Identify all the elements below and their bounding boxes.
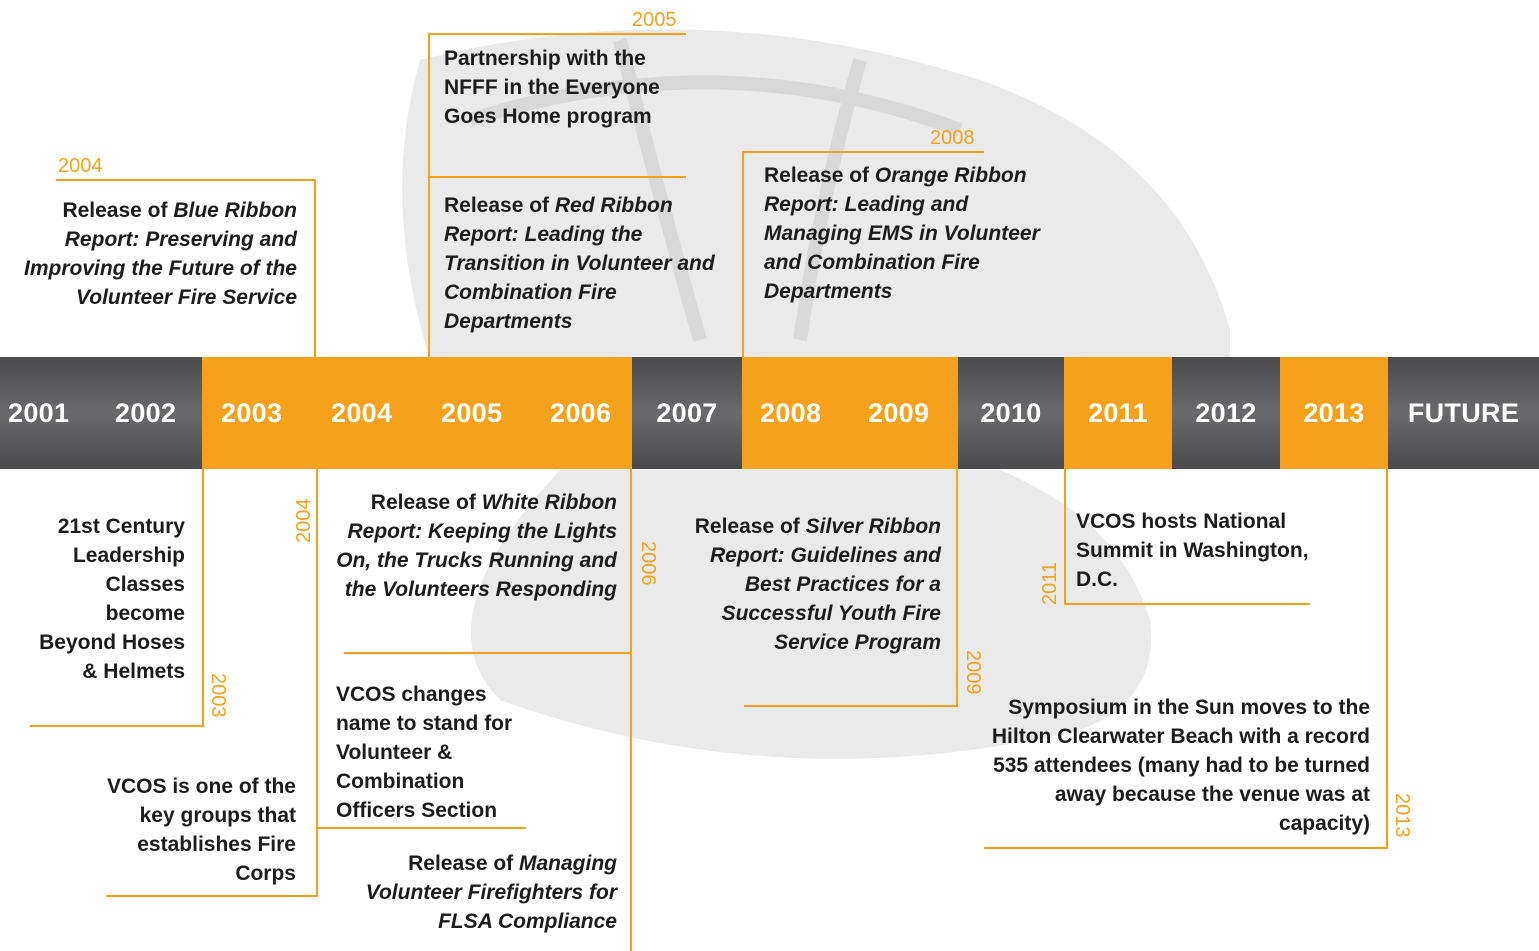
connector-2008-v bbox=[742, 151, 744, 357]
event-orange-ribbon-report: Release of Orange Ribbon Report: Leading… bbox=[764, 164, 1040, 303]
year-group-2008-2009: 2008 2009 bbox=[742, 357, 958, 469]
connector-2004-bottom-v bbox=[316, 469, 318, 897]
event-year-2004-top: 2004 bbox=[58, 155, 103, 177]
event-year-2011: 2011 bbox=[1039, 561, 1061, 605]
year-label-2011: 2011 bbox=[1064, 357, 1172, 469]
event-year-2013: 2013 bbox=[1391, 793, 1413, 838]
year-label-2012: 2012 bbox=[1172, 357, 1280, 469]
year-label-2004: 2004 bbox=[331, 397, 393, 428]
year-label-2008: 2008 bbox=[760, 397, 822, 428]
year-group-2001-2002: 2001 2002 bbox=[0, 357, 202, 469]
connector-2011-v bbox=[1064, 469, 1066, 605]
year-label-2005: 2005 bbox=[441, 397, 503, 428]
event-symposium-in-the-sun: Symposium in the Sun moves to the Hilton… bbox=[991, 696, 1370, 835]
event-leadership-classes: 21st Century Leadership Classes become B… bbox=[39, 515, 185, 683]
event-name-change: VCOS changes name to stand for Volunteer… bbox=[336, 683, 513, 822]
connector-2013-h bbox=[984, 847, 1388, 849]
year-label-2007: 2007 bbox=[632, 357, 742, 469]
year-label-2013: 2013 bbox=[1280, 357, 1388, 469]
timeline-band: 2001 2002 2003 2004 2005 2006 2007 2008 … bbox=[0, 357, 1539, 469]
event-fire-corps: VCOS is one of the key groups that estab… bbox=[106, 775, 296, 885]
connector-2009-h bbox=[744, 705, 958, 707]
connector-2003-v bbox=[202, 469, 204, 727]
event-red-ribbon-report: Release of Red Ribbon Report: Leading th… bbox=[444, 194, 715, 333]
connector-2005-h1 bbox=[428, 33, 686, 35]
event-blue-ribbon-report: Release of Blue Ribbon Report: Preservin… bbox=[24, 199, 297, 309]
event-flsa-compliance: Release of Managing Volunteer Firefighte… bbox=[365, 852, 617, 933]
year-label-2001: 2001 bbox=[8, 397, 70, 428]
year-group-2003-2006: 2003 2004 2005 2006 bbox=[202, 357, 632, 469]
event-white-ribbon-report: Release of White Ribbon Report: Keeping … bbox=[336, 491, 617, 601]
connector-2005-h2 bbox=[428, 176, 686, 178]
event-silver-ribbon-report: Release of Silver Ribbon Report: Guideli… bbox=[694, 515, 941, 654]
connector-2008-h bbox=[742, 151, 984, 153]
year-label-2009: 2009 bbox=[868, 397, 930, 428]
event-year-2003: 2003 bbox=[207, 673, 229, 718]
event-year-2008: 2008 bbox=[930, 127, 975, 149]
event-year-2009: 2009 bbox=[962, 650, 984, 695]
event-nfff-partnership: Partnership with the NFFF in the Everyon… bbox=[444, 47, 660, 128]
year-label-2003: 2003 bbox=[221, 397, 283, 428]
year-label-2002: 2002 bbox=[115, 397, 177, 428]
event-year-2005: 2005 bbox=[632, 9, 677, 31]
year-label-future: FUTURE bbox=[1388, 357, 1539, 469]
connector-2009-v bbox=[956, 469, 958, 707]
connector-2004-bottom-h2 bbox=[106, 895, 318, 897]
connector-2005-v bbox=[428, 33, 430, 357]
event-year-2006: 2006 bbox=[637, 541, 659, 586]
connector-2004-top-h bbox=[56, 179, 316, 181]
event-year-2004-bottom: 2004 bbox=[293, 498, 315, 544]
connector-2011-h bbox=[1064, 603, 1310, 605]
event-national-summit: VCOS hosts National Summit in Washington… bbox=[1076, 510, 1309, 591]
connector-2004-bottom-h1 bbox=[316, 827, 526, 829]
connector-2006-h bbox=[344, 652, 632, 654]
connector-2013-v bbox=[1386, 469, 1388, 849]
year-label-2006: 2006 bbox=[550, 397, 612, 428]
connector-2006-v bbox=[630, 469, 632, 951]
connector-2003-h bbox=[30, 725, 204, 727]
connector-2004-top-v bbox=[314, 179, 316, 357]
year-label-2010: 2010 bbox=[958, 357, 1064, 469]
